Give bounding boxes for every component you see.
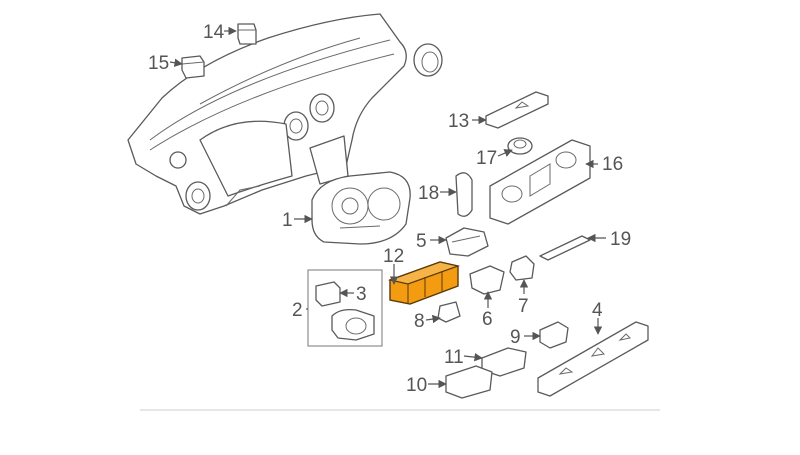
callout-8: 8 <box>414 311 425 332</box>
part-16-climate-panel <box>489 139 591 225</box>
part-9 <box>539 321 569 349</box>
callout-2: 2 <box>292 300 303 321</box>
callout-14: 14 <box>203 22 225 43</box>
callout-5: 5 <box>416 231 427 252</box>
part-10 <box>445 365 493 399</box>
callout-18: 18 <box>418 183 439 204</box>
callout-11: 11 <box>444 347 464 368</box>
part-14-clip <box>237 23 257 45</box>
part-6 <box>469 265 505 295</box>
part-4-button-panel <box>537 321 649 397</box>
callout-15: 15 <box>148 53 169 74</box>
part-13-strip <box>485 91 549 129</box>
callout-7: 7 <box>518 296 529 317</box>
part-5 <box>445 227 489 257</box>
part-2-switch-group <box>307 269 383 347</box>
part-17-knob <box>507 137 533 155</box>
callout-3: 3 <box>356 284 367 305</box>
callout-10: 10 <box>406 375 427 396</box>
callout-17: 17 <box>476 148 497 169</box>
part-7 <box>509 255 535 281</box>
part-12-highlighted <box>387 261 461 305</box>
part-1-instrument-cluster <box>311 171 411 245</box>
callout-13: 13 <box>448 111 469 132</box>
callout-6: 6 <box>482 309 493 330</box>
dashboard-outline <box>127 13 443 215</box>
part-8 <box>437 301 461 323</box>
callout-12: 12 <box>383 246 404 267</box>
leader-lines <box>169 26 606 389</box>
callout-9: 9 <box>510 327 521 348</box>
callout-19: 19 <box>610 229 631 250</box>
callout-16: 16 <box>602 154 623 175</box>
callout-1: 1 <box>282 210 293 231</box>
part-18 <box>455 172 473 217</box>
part-15-clip <box>181 55 205 79</box>
callout-4: 4 <box>592 300 603 321</box>
part-19-strip <box>539 235 591 261</box>
